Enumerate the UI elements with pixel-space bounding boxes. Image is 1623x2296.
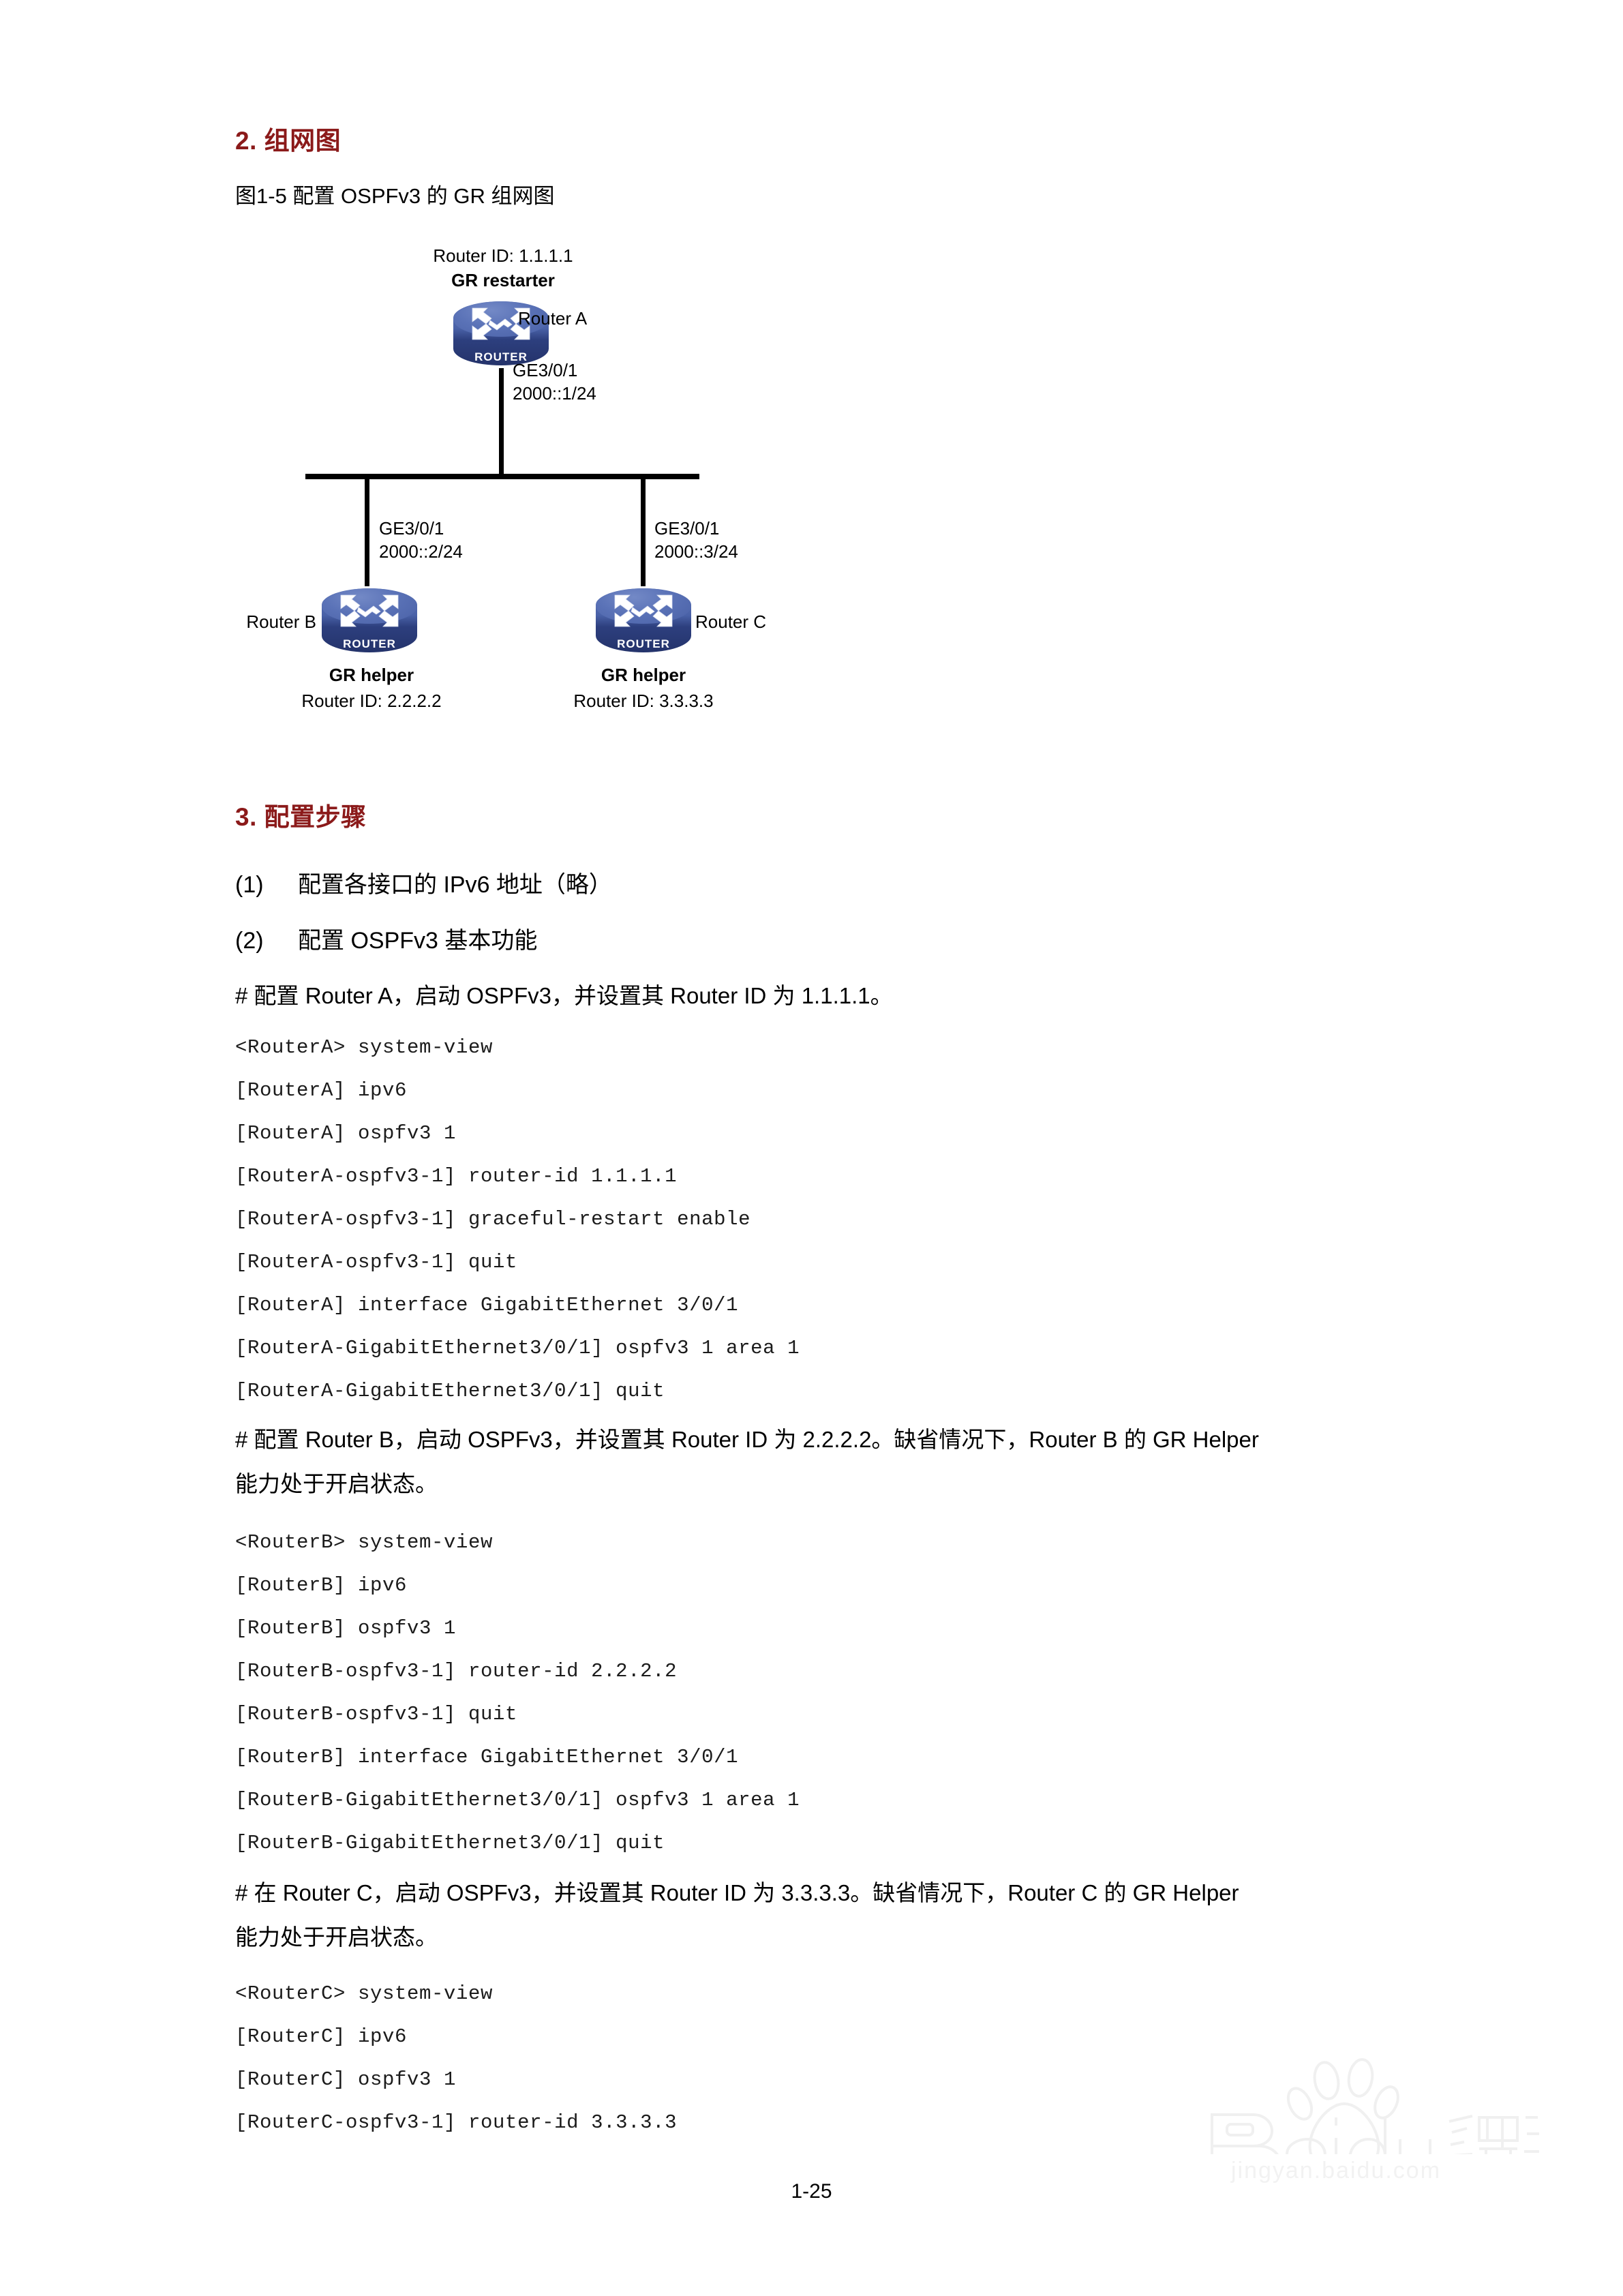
command-line: <RouterB> system-view [235,1531,494,1554]
command-line: [RouterC-ospfv3-1] router-id 3.3.3.3 [235,2111,678,2134]
router-arrows-icon [614,594,673,627]
router-top-shape [596,588,691,624]
router-a-intro-text: # 配置 Router A，启动 OSPFv3，并设置其 Router ID 为… [235,983,893,1008]
link-bus-to-router-b [365,477,369,586]
command-line: [RouterB-ospfv3-1] quit [235,1703,518,1725]
router-a-interface-label: GE3/0/1 [513,360,578,380]
router-c-name-label: Router C [695,611,767,632]
router-b-router-id-label: Router ID: 2.2.2.2 [301,691,442,711]
link-router-a-to-bus [499,368,504,479]
router-body-shape [322,588,417,652]
router-a-address-label: 2000::1/24 [513,383,596,404]
command-line: [RouterA] ospfv3 1 [235,1122,457,1145]
router-c-role-label: GR helper [601,665,686,685]
router-c-device-icon: ROUTER [596,581,691,658]
ethernet-bus-line [305,474,699,479]
router-b-address-label: 2000::2/24 [379,541,463,562]
router-icon-text: ROUTER [343,637,396,650]
config-step-1: (1) 配置各接口的 IPv6 地址（略） [235,866,612,899]
router-b-device-icon: ROUTER [322,581,417,658]
link-bus-to-router-c [641,477,646,586]
router-c-intro-text-line-1: # 在 Router C，启动 OSPFv3，并设置其 Router ID 为 … [235,1880,1239,1905]
router-body-shape [596,588,691,652]
router-top-shape [322,588,417,624]
router-icon-text: ROUTER [617,637,670,650]
command-line: [RouterA-GigabitEthernet3/0/1] ospfv3 1 … [235,1337,800,1359]
baidu-jingyan-watermark: jingyan.baidu.com [1132,2052,1541,2184]
router-b-name-label: Router B [246,611,316,632]
router-a-role-label: GR restarter [451,270,555,290]
router-body-shape [453,301,549,365]
router-top-shape [453,301,549,337]
command-line: [RouterA] ipv6 [235,1079,408,1102]
command-line: <RouterC> system-view [235,1982,494,2005]
router-b-role-label: GR helper [329,665,414,685]
command-line: [RouterB] interface GigabitEthernet 3/0/… [235,1746,739,1768]
figure-caption: 图1-5 配置 OSPFv3 的 GR 组网图 [235,184,555,208]
router-a-device-icon: ROUTER [453,294,549,371]
page-number: 1-25 [791,2180,832,2203]
router-c-router-id-label: Router ID: 3.3.3.3 [573,691,714,711]
router-c-address-label: 2000::3/24 [654,541,738,562]
router-arrows-icon [340,594,399,627]
config-step-1-text: 配置各接口的 IPv6 地址（略） [298,872,612,898]
section-heading-config-steps: 3. 配置步骤 [235,803,367,831]
command-line: [RouterB-GigabitEthernet3/0/1] ospfv3 1 … [235,1789,800,1811]
router-a-name-label: Router A [518,308,588,329]
section-heading-networking-diagram: 2. 组网图 [235,127,342,155]
command-line: [RouterB-ospfv3-1] router-id 2.2.2.2 [235,1660,678,1682]
config-step-2-text: 配置 OSPFv3 基本功能 [298,928,538,954]
command-line: [RouterC] ipv6 [235,2025,408,2048]
command-line: [RouterB] ospfv3 1 [235,1617,457,1640]
router-a-router-id-label: Router ID: 1.1.1.1 [433,245,573,266]
router-b-intro-text-line-1: # 配置 Router B，启动 OSPFv3，并设置其 Router ID 为… [235,1427,1259,1452]
router-b-intro-text-line-2: 能力处于开启状态。 [235,1471,438,1496]
command-line: [RouterA-ospfv3-1] quit [235,1251,518,1273]
command-line: [RouterA-GigabitEthernet3/0/1] quit [235,1380,665,1402]
router-icon-text: ROUTER [474,350,528,363]
command-line: [RouterA] interface GigabitEthernet 3/0/… [235,1294,739,1316]
router-b-interface-label: GE3/0/1 [379,518,444,539]
baidu-logo-icon [1211,2058,1539,2184]
command-line: [RouterA-ospfv3-1] router-id 1.1.1.1 [235,1165,678,1188]
router-c-intro-text-line-2: 能力处于开启状态。 [235,1924,438,1950]
command-line: [RouterB] ipv6 [235,1574,408,1597]
command-line: [RouterB-GigabitEthernet3/0/1] quit [235,1832,665,1854]
router-c-interface-label: GE3/0/1 [654,518,720,539]
command-line: <RouterA> system-view [235,1036,494,1059]
config-step-2-number: (2) [235,928,264,954]
command-line: [RouterA-ospfv3-1] graceful-restart enab… [235,1208,751,1230]
command-line: [RouterC] ospfv3 1 [235,2068,457,2091]
config-step-1-number: (1) [235,872,264,898]
router-arrows-icon [472,307,530,340]
config-step-2: (2) 配置 OSPFv3 基本功能 [235,922,537,955]
